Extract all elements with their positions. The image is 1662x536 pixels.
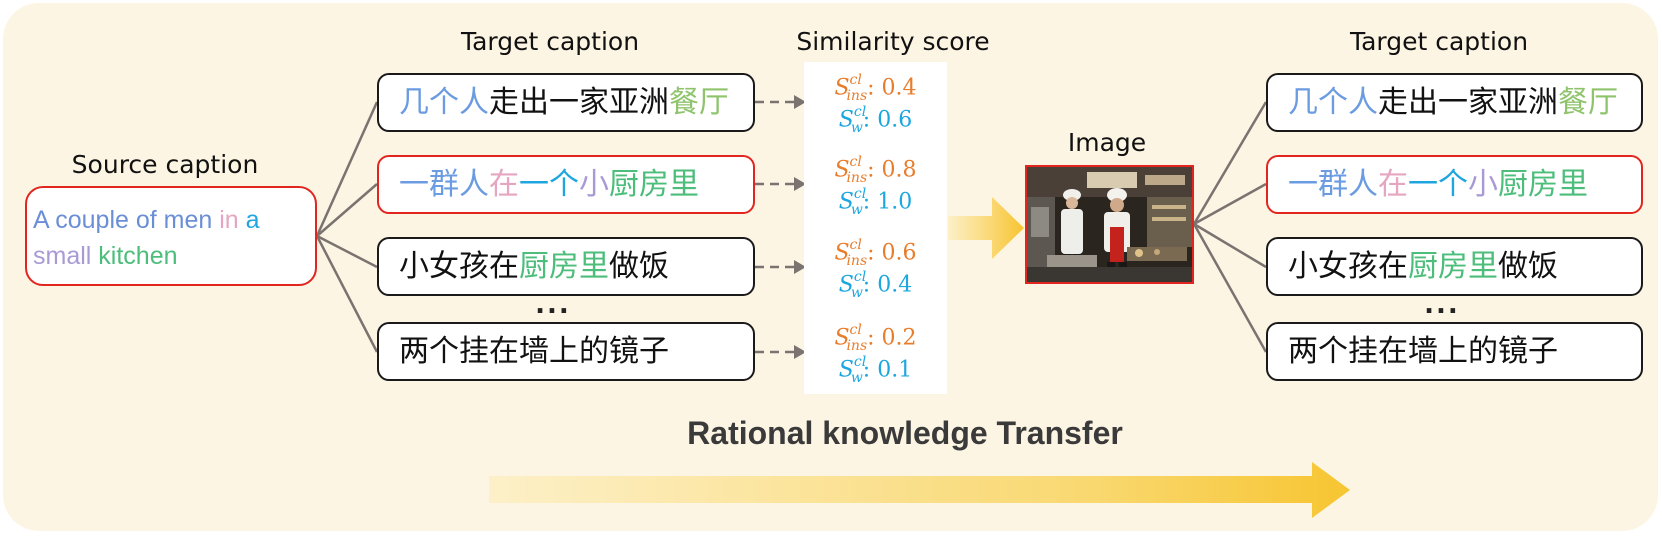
score-ins-3: Sclins: 0.2	[834, 322, 917, 354]
target-caption-left-1: 一群人在一个小厨房里	[377, 155, 755, 214]
target-left-0-seg-1: 走出一家亚洲	[489, 84, 669, 120]
ellipsis-left: ...	[535, 290, 571, 320]
target-caption-right-1: 一群人在一个小厨房里	[1266, 155, 1643, 214]
target-caption-heading-left: Target caption	[460, 27, 640, 56]
similarity-score-panel: Sclins: 0.4 Sclw: 0.6 Sclins: 0.8 Sclw: …	[804, 62, 947, 394]
target-right-2-seg-2: 做饭	[1498, 248, 1558, 284]
target-left-0-seg-0: 几个人	[399, 84, 489, 120]
score-to-image-arrow	[948, 197, 1024, 259]
score-arrowheads	[794, 95, 806, 359]
target-left-1-seg-0: 一群人	[399, 166, 489, 202]
target-right-2-seg-1: 厨房里	[1408, 248, 1498, 284]
source-caption-segment-1: in	[219, 206, 246, 234]
target-left-0-seg-2: 餐厅	[669, 84, 729, 120]
target-caption-left-3: 两个挂在墙上的镜子	[377, 322, 755, 381]
rational-knowledge-transfer-title: Rational knowledge Transfer	[687, 415, 1123, 451]
target-left-3-seg-0: 两个挂在墙上的镜子	[399, 333, 669, 369]
target-left-1-seg-1: 在	[489, 166, 519, 202]
target-right-0-seg-0: 几个人	[1288, 84, 1378, 120]
target-caption-right-3: 两个挂在墙上的镜子	[1266, 322, 1643, 381]
target-left-1-seg-4: 厨房里	[609, 166, 699, 202]
score-w-1: Sclw: 1.0	[838, 186, 913, 218]
target-left-2-seg-0: 小女孩在	[399, 248, 519, 284]
ellipsis-right: ...	[1424, 290, 1460, 320]
score-ins-0: Sclins: 0.4	[834, 72, 917, 104]
source-connectors	[315, 101, 379, 353]
target-right-3-seg-0: 两个挂在墙上的镜子	[1288, 333, 1558, 369]
target-caption-right-2: 小女孩在厨房里做饭	[1266, 237, 1643, 296]
target-right-1-seg-1: 在	[1378, 166, 1408, 202]
target-caption-heading-right: Target caption	[1349, 27, 1529, 56]
target-caption-left-0: 几个人走出一家亚洲餐厅	[377, 73, 755, 132]
score-ins-2: Sclins: 0.6	[834, 237, 917, 269]
score-w-0: Sclw: 0.6	[838, 104, 913, 136]
target-right-1-seg-0: 一群人	[1288, 166, 1378, 202]
image-heading: Image	[1067, 128, 1147, 157]
kitchen-photo	[1025, 165, 1194, 284]
source-caption-segment-0: A couple of men	[33, 206, 220, 234]
image-connectors	[1192, 101, 1268, 353]
target-right-1-seg-2: 一个	[1408, 166, 1468, 202]
score-dashed-arrows	[755, 100, 800, 354]
source-caption-segment-4: kitchen	[98, 242, 178, 270]
source-caption-segment-2: a	[245, 206, 260, 234]
similarity-score-heading: Similarity score	[796, 27, 990, 56]
kitchen-photo-drawing	[1027, 167, 1192, 282]
target-right-0-seg-1: 走出一家亚洲	[1378, 84, 1558, 120]
target-caption-left-2: 小女孩在厨房里做饭	[377, 237, 755, 296]
target-caption-right-0: 几个人走出一家亚洲餐厅	[1266, 73, 1643, 132]
source-caption-heading: Source caption	[71, 150, 259, 179]
target-right-1-seg-4: 厨房里	[1498, 166, 1588, 202]
source-caption-box: A couple of men in a small kitchen	[25, 186, 317, 286]
target-right-0-seg-2: 餐厅	[1558, 84, 1618, 120]
target-left-1-seg-2: 一个	[519, 166, 579, 202]
score-w-3: Sclw: 0.1	[838, 354, 913, 386]
score-w-2: Sclw: 0.4	[838, 269, 913, 301]
transfer-arrow	[489, 462, 1350, 518]
target-right-2-seg-0: 小女孩在	[1288, 248, 1408, 284]
source-caption-segment-3: small	[33, 242, 99, 270]
score-ins-1: Sclins: 0.8	[834, 154, 917, 186]
target-left-2-seg-2: 做饭	[609, 248, 669, 284]
target-left-1-seg-3: 小	[579, 166, 609, 202]
target-left-2-seg-1: 厨房里	[519, 248, 609, 284]
target-right-1-seg-3: 小	[1468, 166, 1498, 202]
